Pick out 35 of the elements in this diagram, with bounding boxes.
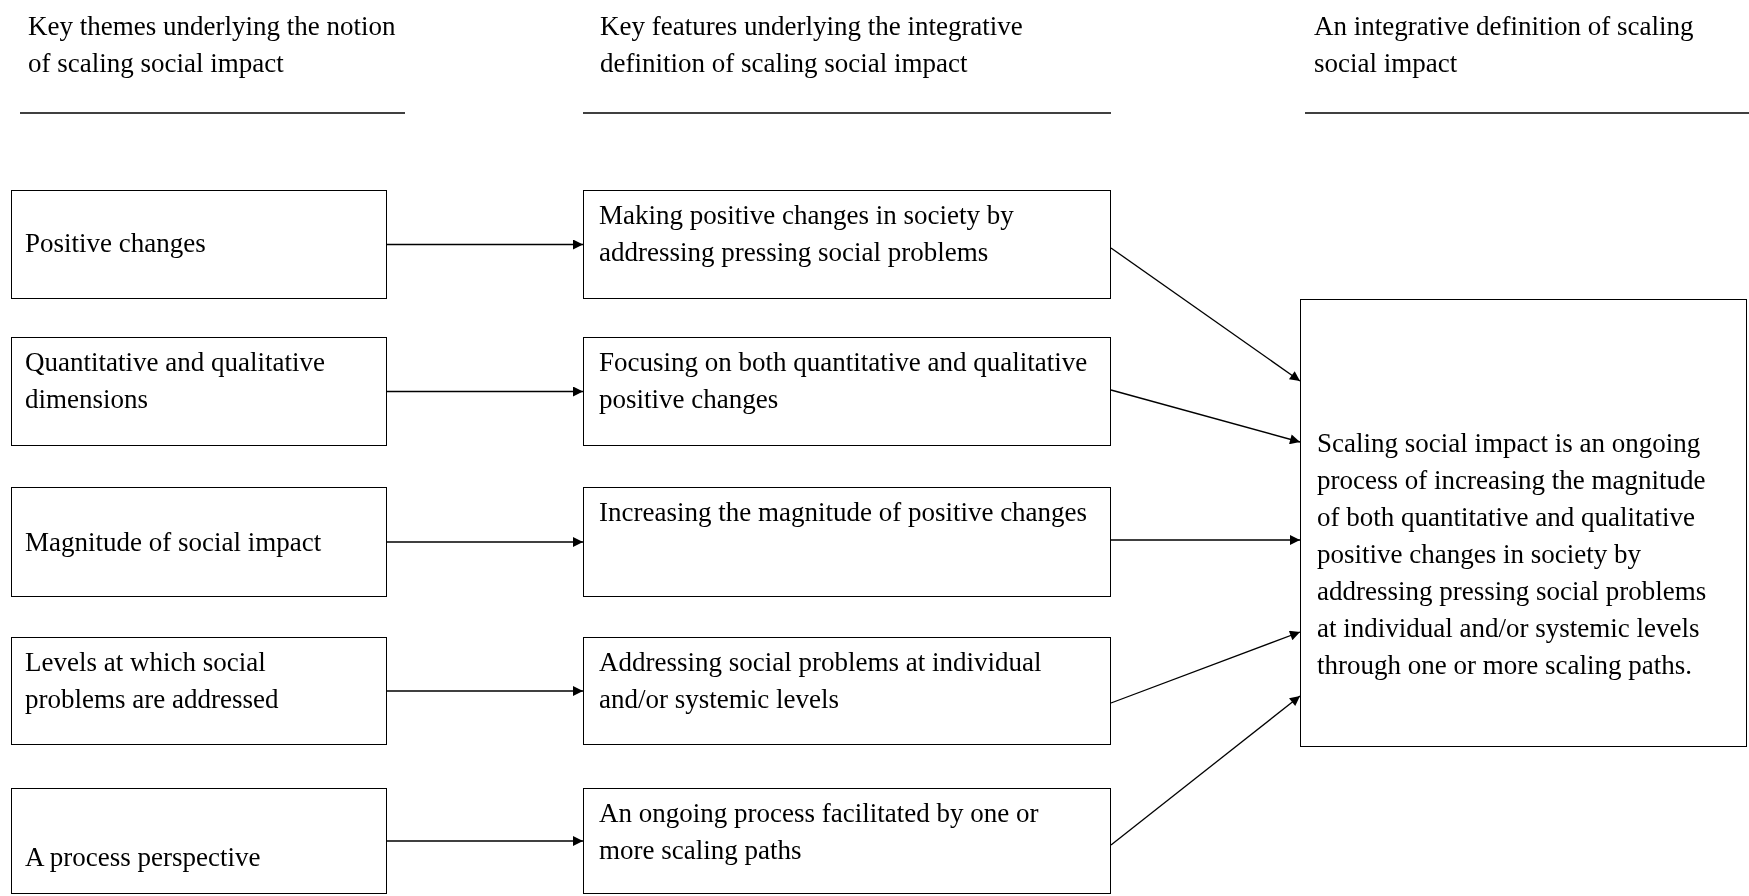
text-box bbox=[11, 788, 387, 894]
arrow bbox=[386, 836, 584, 846]
text-box bbox=[11, 637, 387, 745]
box-text: Levels at which social problems are addressed bbox=[25, 646, 280, 716]
arrow bbox=[1110, 630, 1301, 704]
text-box bbox=[583, 337, 1111, 446]
box-text: A process perspective bbox=[25, 841, 262, 874]
text-box bbox=[583, 637, 1111, 745]
arrow bbox=[1110, 535, 1301, 545]
box-text: Scaling social impact is an ongoing process of increasing the magnitude of both quantitative and qualitative positive changes in society by addressing pressing social problems at individual and/or systemic levels through one or more scaling paths. bbox=[1317, 427, 1708, 682]
text-box bbox=[583, 487, 1111, 597]
box-text: Magnitude of social impact bbox=[25, 526, 323, 559]
text-box bbox=[11, 190, 387, 299]
arrow bbox=[386, 537, 584, 547]
text-box bbox=[583, 788, 1111, 894]
arrow bbox=[1110, 247, 1301, 382]
box-text: Addressing social problems at individual and/or systemic levels bbox=[599, 646, 1043, 716]
box-text: Focusing on both quantitative and qualitative positive changes bbox=[599, 346, 1089, 416]
arrow bbox=[1110, 389, 1301, 445]
box-text: Quantitative and qualitative dimensions bbox=[25, 346, 326, 416]
column-heading: An integrative definition of scaling social impact bbox=[1314, 10, 1695, 80]
text-box bbox=[11, 487, 387, 597]
arrow bbox=[386, 686, 584, 696]
box-text: Increasing the magnitude of positive changes bbox=[599, 496, 1089, 529]
box-text: An ongoing process facilitated by one or more scaling paths bbox=[599, 797, 1040, 867]
box-text: Positive changes bbox=[25, 227, 207, 260]
arrow bbox=[1110, 695, 1301, 846]
column-heading: Key features underlying the integrative definition of scaling social impact bbox=[600, 10, 1024, 80]
text-box bbox=[583, 190, 1111, 299]
arrow bbox=[386, 239, 584, 250]
arrow bbox=[386, 386, 584, 397]
text-box bbox=[11, 337, 387, 446]
box-text: Making positive changes in society by addressing pressing social problems bbox=[599, 199, 1015, 269]
text-box bbox=[1300, 299, 1747, 747]
column-heading: Key themes underlying the notion of scaling social impact bbox=[28, 10, 397, 80]
